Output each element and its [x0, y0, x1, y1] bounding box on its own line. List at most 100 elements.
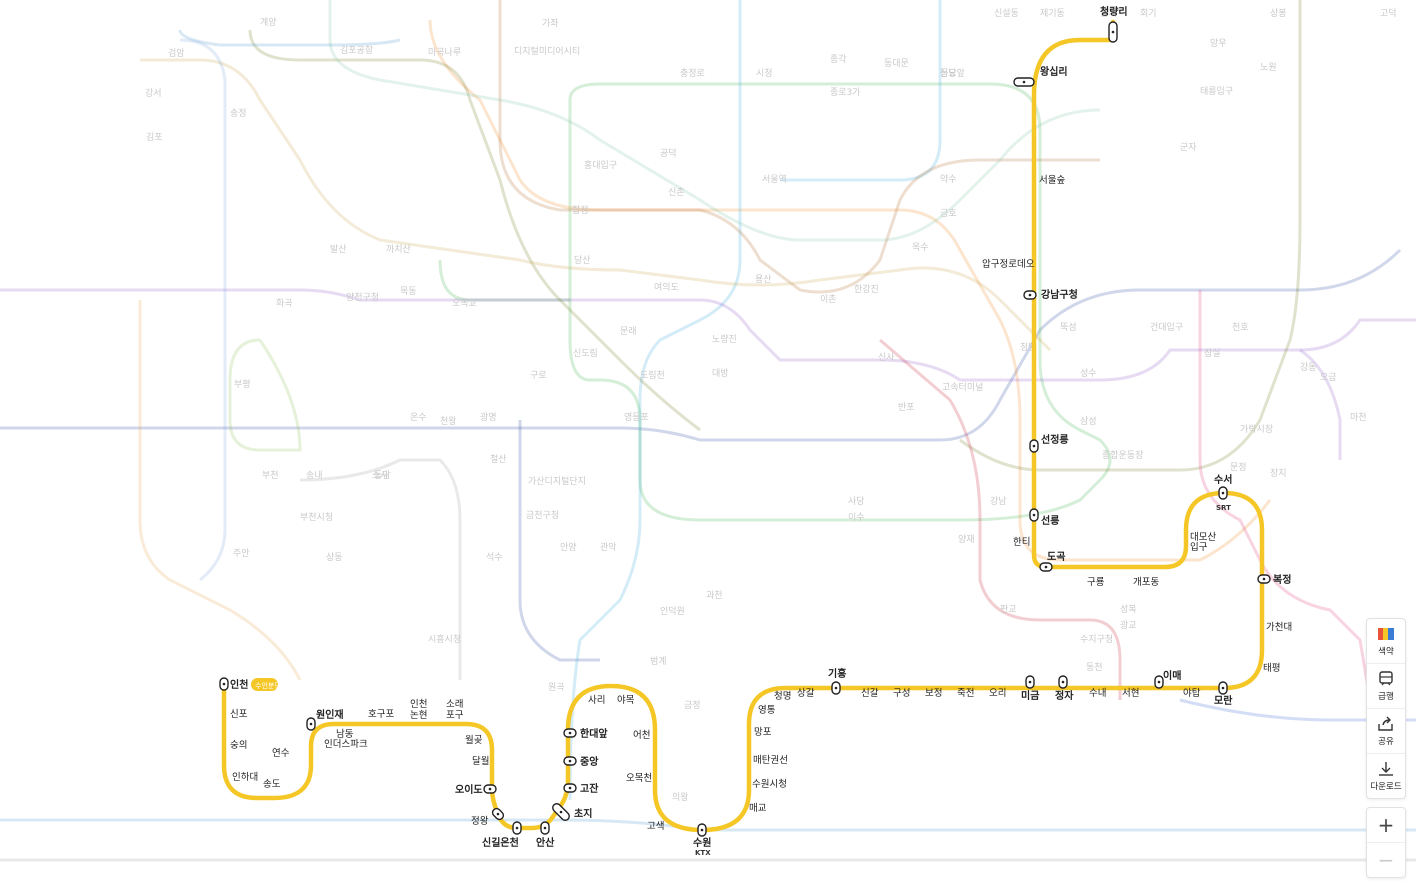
station-sari[interactable]: 사리 — [588, 695, 605, 706]
zoom-in-button[interactable]: + — [1377, 813, 1395, 837]
station-giheung[interactable]: 기흥 — [828, 667, 846, 680]
station-suseo[interactable]: 수서 — [1214, 473, 1232, 486]
svg-text:오금: 오금 — [1320, 372, 1337, 383]
station-sorae[interactable]: 소래 — [446, 699, 463, 710]
station-choji[interactable]: 초지 — [574, 807, 592, 820]
svg-text:화곡: 화곡 — [276, 298, 293, 309]
station-gaepodong[interactable]: 개포동 — [1133, 577, 1159, 588]
station-apgujeong-rodeo[interactable]: 압구정로데오 — [982, 258, 1035, 270]
station-ansan[interactable]: 안산 — [536, 836, 555, 849]
station-migeum[interactable]: 미금 — [1021, 689, 1039, 702]
station-oido[interactable]: 오이도 — [455, 783, 483, 796]
station-incheon-nonhyeon[interactable]: 인천 — [410, 699, 427, 710]
station-wangsimni[interactable]: 왕십리 — [1040, 65, 1068, 78]
station-wolgot[interactable]: 월곶 — [465, 734, 483, 746]
svg-text:노량진: 노량진 — [712, 333, 737, 345]
station-gosaek[interactable]: 고색 — [647, 821, 664, 832]
svg-text:마곡나루: 마곡나루 — [428, 47, 461, 58]
station-gangnam-gucheong[interactable]: 강남구청 — [1041, 288, 1078, 301]
station-marker-dot — [1061, 680, 1065, 684]
svg-text:양재: 양재 — [958, 534, 975, 545]
station-dalwol[interactable]: 달월 — [472, 755, 489, 767]
station-seohyeon[interactable]: 서현 — [1122, 688, 1139, 699]
station-singal[interactable]: 신갈 — [861, 687, 879, 699]
station-guseong[interactable]: 구성 — [893, 688, 910, 699]
station-marker-dot — [1044, 565, 1048, 569]
station-inhadae[interactable]: 인하대 — [232, 771, 258, 783]
station-hanti[interactable]: 한티 — [1013, 537, 1030, 548]
station-marker-dot — [1022, 80, 1026, 84]
station-jeongja[interactable]: 정자 — [1055, 689, 1074, 702]
station-namdong[interactable]: 남동 — [336, 729, 354, 740]
svg-text:건대입구: 건대입구 — [1150, 321, 1183, 333]
express-train-icon — [1376, 670, 1396, 687]
station-taepyeong[interactable]: 태평 — [1263, 663, 1280, 674]
station-bojeong[interactable]: 보정 — [925, 688, 942, 699]
station-yatap[interactable]: 야탑 — [1183, 687, 1201, 699]
station-cheongmyeong[interactable]: 청명 — [774, 691, 791, 702]
station-ori[interactable]: 오리 — [989, 688, 1006, 699]
station-hogupo[interactable]: 호구포 — [368, 709, 394, 720]
svg-text:홍대입구: 홍대입구 — [584, 159, 617, 171]
share-button[interactable]: 공유 — [1367, 709, 1405, 754]
svg-text:김포공항: 김포공항 — [340, 44, 373, 56]
station-jungang[interactable]: 중앙 — [580, 756, 599, 768]
svg-text:디지털미디어시티: 디지털미디어시티 — [514, 45, 580, 57]
station-sanggal[interactable]: 상갈 — [797, 687, 815, 699]
station-mangpo[interactable]: 망포 — [754, 727, 772, 738]
station-sungui[interactable]: 숭의 — [230, 740, 247, 751]
station-incheon[interactable]: 인천 — [230, 678, 248, 691]
station-yeonsu[interactable]: 연수 — [272, 748, 290, 759]
station-marker-dot — [1111, 30, 1115, 34]
svg-text:계양: 계양 — [260, 16, 277, 28]
suinbundang-line[interactable] — [221, 19, 1265, 833]
station-gachondae[interactable]: 가천대 — [1266, 622, 1292, 633]
route-stations — [219, 21, 1271, 837]
station-suwon[interactable]: 수원 — [693, 836, 711, 849]
station-sunae[interactable]: 수내 — [1089, 688, 1106, 699]
svg-text:성수: 성수 — [1080, 368, 1097, 379]
station-handaeap[interactable]: 한대앞 — [580, 727, 608, 740]
svg-text:사당: 사당 — [848, 496, 865, 507]
svg-text:도림천: 도림천 — [640, 369, 665, 381]
svg-text:금정: 금정 — [684, 700, 701, 711]
download-icon — [1376, 761, 1396, 777]
station-suwon-cityhall[interactable]: 수원시청 — [752, 779, 787, 790]
download-button[interactable]: 다운로드 — [1367, 754, 1405, 798]
station-jukjeon[interactable]: 죽전 — [957, 688, 974, 699]
station-seolleung[interactable]: 선릉 — [1041, 514, 1059, 527]
station-yeongtong[interactable]: 영통 — [758, 705, 776, 716]
station-incheon-nonhyeon-line2: 논현 — [410, 710, 427, 721]
svg-text:강동: 강동 — [1300, 362, 1317, 373]
station-eocheon[interactable]: 어천 — [633, 730, 650, 741]
station-seonjeongneung[interactable]: 선정릉 — [1041, 433, 1069, 446]
svg-text:공덕: 공덕 — [660, 148, 677, 159]
station-dogok[interactable]: 도곡 — [1047, 551, 1065, 563]
colorblind-button[interactable]: 색약 — [1367, 619, 1405, 664]
station-moran[interactable]: 모란 — [1214, 695, 1233, 707]
express-button[interactable]: 급행 — [1367, 664, 1405, 709]
station-gojan[interactable]: 고잔 — [580, 782, 599, 795]
station-singil-oncheon[interactable]: 신길온천 — [482, 836, 519, 849]
station-songdo[interactable]: 송도 — [263, 779, 281, 790]
station-maetan[interactable]: 매탄권선 — [753, 754, 788, 766]
station-omokcheon[interactable]: 오목천 — [626, 773, 652, 784]
svg-text:영등포: 영등포 — [624, 412, 649, 423]
station-seoulforest[interactable]: 서울숲 — [1039, 175, 1065, 186]
station-bokjeong[interactable]: 복정 — [1273, 573, 1291, 586]
station-jeongwang[interactable]: 정왕 — [471, 816, 489, 827]
svg-text:광교: 광교 — [1120, 619, 1137, 631]
station-woninjae[interactable]: 원인재 — [316, 708, 344, 721]
station-cheongnyangni[interactable]: 청량리 — [1100, 5, 1128, 18]
station-daemosan[interactable]: 대모산 — [1190, 532, 1216, 543]
station-marker-dot — [700, 828, 704, 832]
svg-text:가산디지털단지: 가산디지털단지 — [528, 475, 586, 487]
station-marker-dot — [1028, 680, 1032, 684]
station-yamok[interactable]: 야목 — [617, 695, 635, 706]
station-guryong[interactable]: 구룡 — [1087, 577, 1105, 588]
station-imae[interactable]: 이매 — [1163, 669, 1181, 682]
station-maegyo[interactable]: 매교 — [749, 803, 767, 814]
zoom-out-button[interactable]: − — [1367, 842, 1405, 877]
station-sinpo[interactable]: 신포 — [230, 709, 248, 720]
